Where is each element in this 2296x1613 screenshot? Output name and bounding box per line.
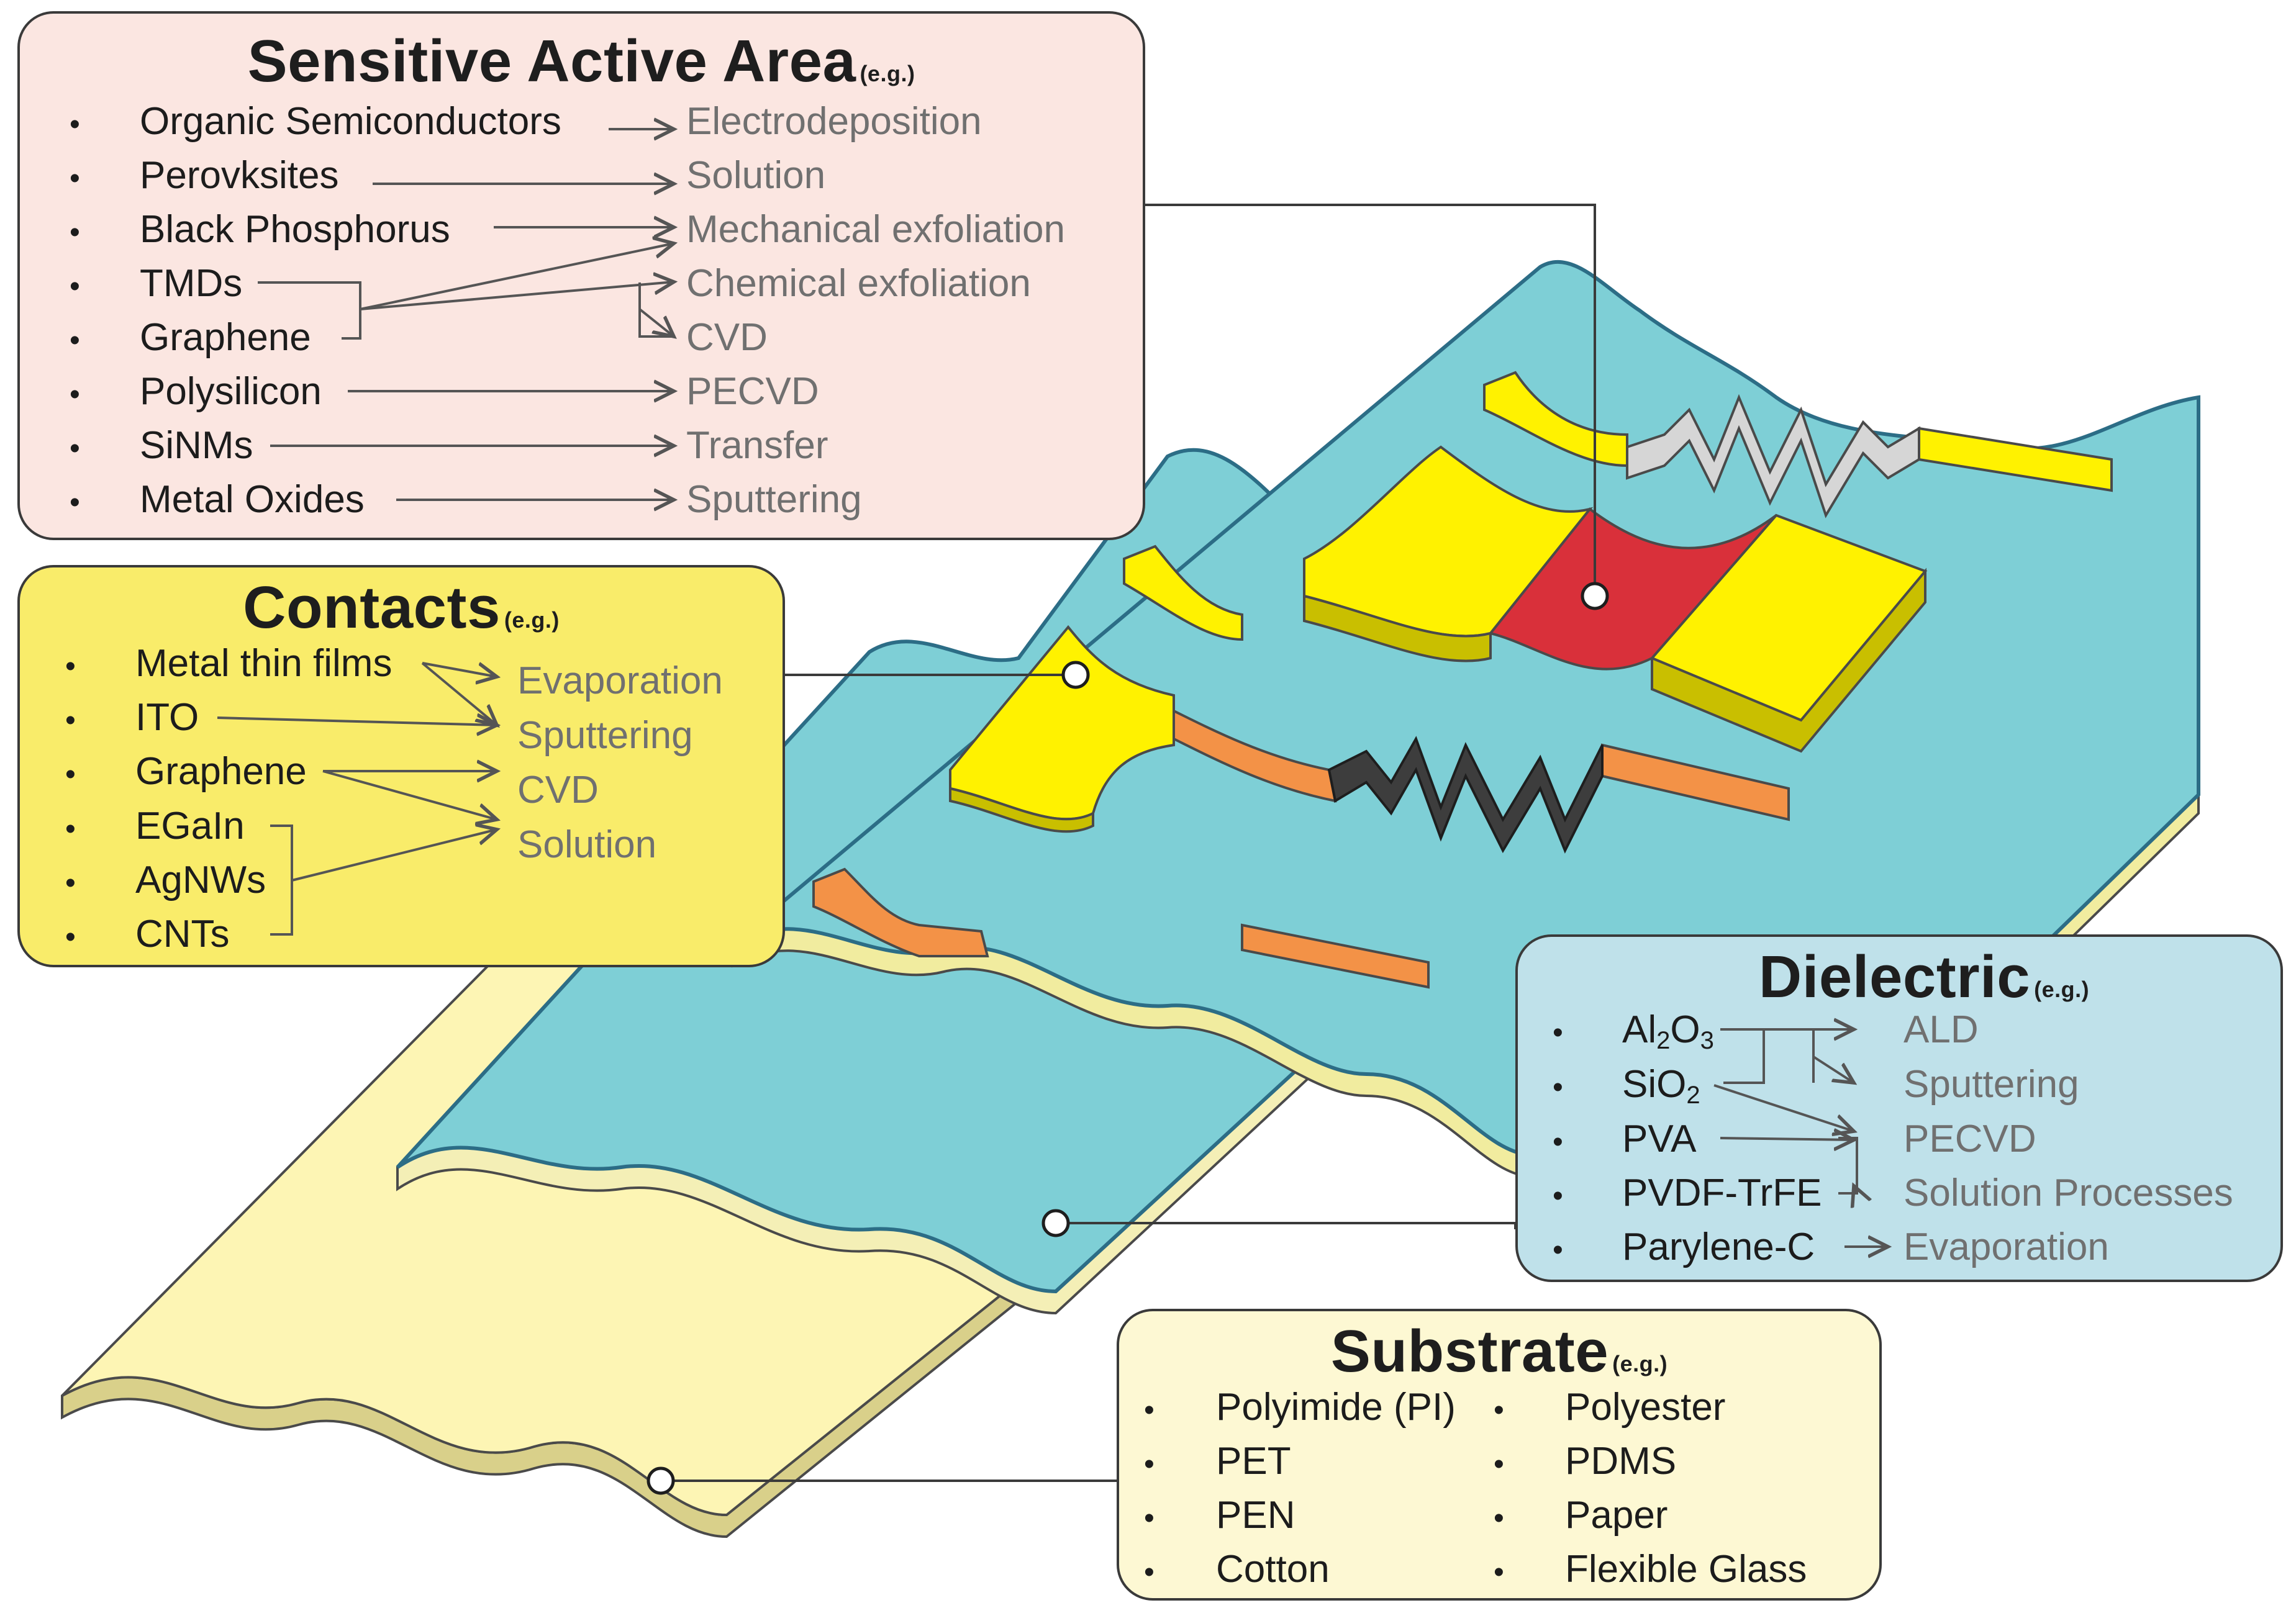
bullet: • — [1553, 1016, 1563, 1049]
active-process: Chemical exfoliation — [686, 262, 1031, 305]
active-material: Perovksites — [140, 154, 339, 197]
bullet: • — [70, 378, 80, 411]
dielectric-material: PVA — [1622, 1118, 1697, 1160]
contacts-process: CVD — [517, 769, 599, 811]
substrate-material: Polyimide (PI) — [1216, 1386, 1456, 1429]
dielectric-process: ALD — [1904, 1008, 1979, 1051]
substrate-material: PET — [1216, 1440, 1291, 1483]
active-material: SiNMs — [140, 424, 253, 467]
bullet: • — [65, 867, 76, 900]
bullet: • — [70, 108, 80, 141]
bullet: • — [1494, 1394, 1504, 1427]
bullet: • — [65, 704, 76, 737]
contacts-material: ITO — [135, 696, 199, 739]
active-process: Electrodeposition — [686, 100, 982, 143]
dielectric-material: Parylene-C — [1622, 1226, 1815, 1268]
substrate-material: Flexible Glass — [1565, 1548, 1807, 1591]
contacts-title: Contacts(e.g.) — [243, 574, 560, 641]
contacts-process: Solution — [517, 823, 657, 866]
active-material: TMDs — [140, 262, 243, 305]
bullet: • — [70, 324, 80, 357]
bullet: • — [1553, 1234, 1563, 1267]
active-material: Graphene — [140, 316, 311, 359]
active-area-title: Sensitive Active Area(e.g.) — [247, 28, 915, 94]
bullet: • — [1144, 1502, 1155, 1535]
bullet: • — [1553, 1180, 1563, 1213]
active-process: CVD — [686, 316, 768, 359]
contacts-box: Contacts(e.g.) — [17, 565, 785, 967]
active-material: Black Phosphorus — [140, 208, 450, 251]
bullet: • — [65, 921, 76, 954]
dielectric-material-sio2: SiO2 — [1622, 1063, 1700, 1109]
bullet: • — [1553, 1071, 1563, 1104]
bullet: • — [65, 758, 76, 791]
active-material: Polysilicon — [140, 370, 322, 413]
contacts-material: AgNWs — [135, 859, 266, 901]
bullet: • — [1494, 1502, 1504, 1535]
bullet: • — [65, 650, 76, 683]
bullet: • — [1144, 1394, 1155, 1427]
contacts-material: CNTs — [135, 913, 230, 956]
active-area-box: Sensitive Active Area(e.g.) — [17, 11, 1145, 540]
dielectric-material-al2o3: Al2O3 — [1622, 1008, 1714, 1054]
gold-contacts — [949, 371, 2113, 833]
orange-contacts — [812, 705, 1790, 989]
dielectric-title: Dielectric(e.g.) — [1758, 944, 2090, 1010]
leader-dots — [647, 582, 1609, 1495]
bullet: • — [70, 162, 80, 195]
substrate-material: PDMS — [1565, 1440, 1677, 1483]
active-process: Solution — [686, 154, 826, 197]
substrate-box: Substrate(e.g.) — [1117, 1309, 1882, 1601]
substrate-material: Cotton — [1216, 1548, 1330, 1591]
bullet: • — [1144, 1556, 1155, 1589]
dielectric-process: Evaporation — [1904, 1226, 2109, 1268]
substrate-material: PEN — [1216, 1494, 1295, 1537]
dielectric-material: PVDF-TrFE — [1622, 1172, 1822, 1214]
bullet: • — [65, 813, 76, 846]
active-process: Transfer — [686, 424, 828, 467]
meander-top-gate — [1626, 394, 1920, 518]
contacts-material: Metal thin films — [135, 642, 392, 685]
active-process: PECVD — [686, 370, 819, 413]
contacts-material: EGaIn — [135, 805, 245, 847]
meander-gate — [1327, 736, 1604, 854]
bullet: • — [70, 486, 80, 519]
dielectric-process: Solution Processes — [1904, 1172, 2233, 1214]
dielectric-process: Sputtering — [1904, 1063, 2079, 1106]
active-material: Metal Oxides — [140, 478, 365, 521]
bullet: • — [1494, 1448, 1504, 1481]
active-material: Organic Semiconductors — [140, 100, 561, 143]
bullet: • — [1144, 1448, 1155, 1481]
active-area-channel — [1488, 507, 1777, 671]
bullet: • — [70, 432, 80, 465]
active-process: Sputtering — [686, 478, 862, 521]
substrate-material: Polyester — [1565, 1386, 1726, 1429]
bullet: • — [70, 216, 80, 249]
contacts-process: Evaporation — [517, 659, 723, 702]
bullet: • — [1553, 1126, 1563, 1159]
contacts-material: Graphene — [135, 750, 307, 793]
bullet: • — [1494, 1556, 1504, 1589]
active-process: Mechanical exfoliation — [686, 208, 1066, 251]
bullet: • — [70, 270, 80, 303]
substrate-title: Substrate(e.g.) — [1330, 1318, 1668, 1385]
dielectric-box: Dielectric(e.g.) — [1515, 934, 2283, 1282]
dielectric-process: PECVD — [1904, 1118, 2036, 1160]
contacts-process: Sputtering — [517, 714, 693, 757]
substrate-material: Paper — [1565, 1494, 1668, 1537]
